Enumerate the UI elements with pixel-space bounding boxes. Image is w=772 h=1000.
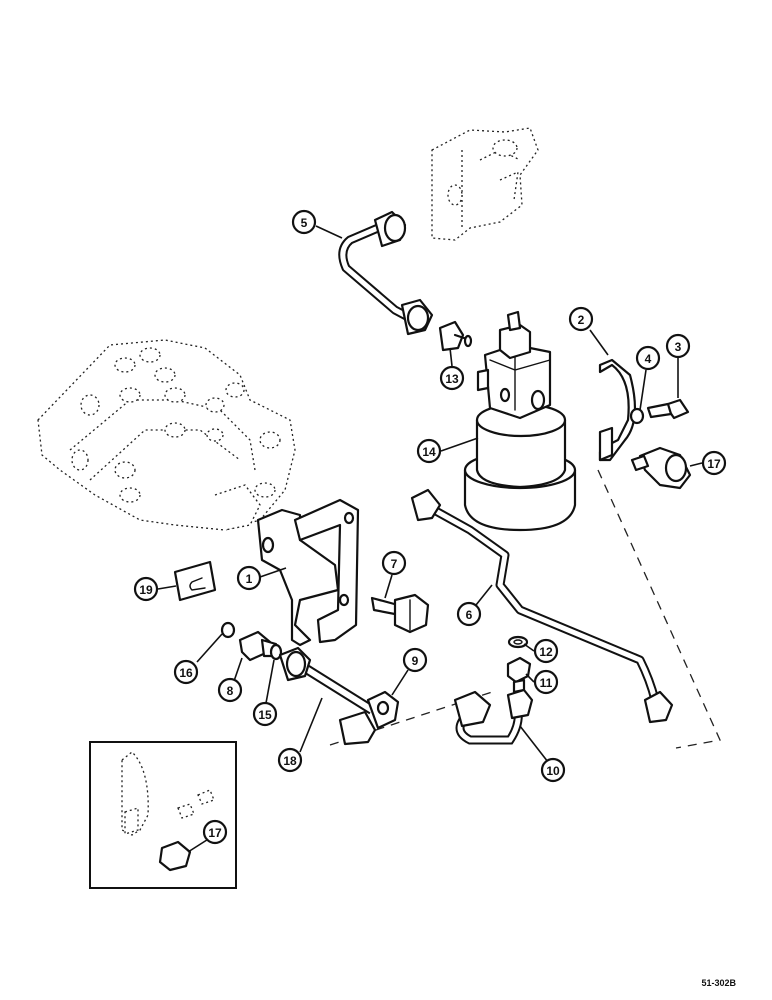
callout-8-label: 8	[227, 684, 234, 698]
tee-fitting	[338, 690, 400, 746]
callout-19: 19	[133, 576, 159, 602]
callout-15: 15	[252, 701, 278, 727]
callout-17-inset-label: 17	[208, 826, 222, 840]
support-bracket	[256, 498, 360, 647]
callout-3-label: 3	[675, 340, 682, 354]
washer-4	[629, 407, 645, 425]
callout-19-label: 19	[139, 583, 153, 597]
o-ring-15	[269, 643, 283, 661]
control-valve-dotted	[37, 339, 296, 531]
callout-9-label: 9	[412, 654, 419, 668]
bent-pipe	[453, 688, 534, 745]
callout-16-label: 16	[179, 666, 193, 680]
bolt-3	[646, 398, 690, 420]
callout-5-label: 5	[301, 216, 308, 230]
callout-9: 9	[402, 647, 428, 673]
callout-2: 2	[568, 306, 594, 332]
callout-5: 5	[291, 209, 317, 235]
callout-6-label: 6	[466, 608, 473, 622]
callout-14-label: 14	[422, 445, 436, 459]
callout-1-label: 1	[246, 572, 253, 586]
callout-16: 16	[173, 659, 199, 685]
callout-8: 8	[217, 677, 243, 703]
callout-10-label: 10	[546, 764, 560, 778]
elbow-fitting	[630, 446, 692, 490]
callout-1: 1	[236, 565, 262, 591]
fitting-13	[438, 320, 473, 352]
drawing-reference-code: 51-302B	[701, 978, 736, 988]
callout-18-label: 18	[283, 754, 297, 768]
alignment-line-right	[597, 469, 721, 749]
callout-12: 12	[533, 638, 559, 664]
callout-7: 7	[381, 550, 407, 576]
callout-11-label: 11	[540, 676, 553, 690]
inset-detail-box	[89, 741, 237, 889]
mounting-bracket-dotted	[431, 127, 539, 241]
o-ring-16	[220, 621, 236, 639]
callout-18: 18	[277, 747, 303, 773]
callout-7-label: 7	[391, 557, 398, 571]
callout-14: 14	[416, 438, 442, 464]
washer-12	[507, 635, 529, 649]
upper-pipe	[338, 210, 434, 336]
hex-bolt	[370, 593, 430, 634]
callout-15-label: 15	[258, 708, 272, 722]
short-pipe	[278, 646, 375, 715]
callout-6: 6	[456, 601, 482, 627]
callout-17: 17	[701, 450, 727, 476]
callout-4: 4	[635, 345, 661, 371]
callout-3: 3	[665, 333, 691, 359]
callout-10: 10	[540, 757, 566, 783]
callout-17-label: 17	[707, 457, 721, 471]
callout-12-label: 12	[539, 645, 553, 659]
callout-11: 11	[533, 669, 559, 695]
alignment-line-bottom	[329, 691, 493, 746]
callout-4-label: 4	[645, 352, 652, 366]
callout-17-inset: 17	[202, 819, 228, 845]
callout-13-label: 13	[445, 372, 459, 386]
clamp-bracket	[598, 358, 637, 462]
callout-2-label: 2	[578, 313, 585, 327]
long-pipe	[410, 488, 674, 724]
shim-plate	[173, 560, 217, 602]
callout-13: 13	[439, 365, 465, 391]
accumulator	[463, 310, 577, 532]
